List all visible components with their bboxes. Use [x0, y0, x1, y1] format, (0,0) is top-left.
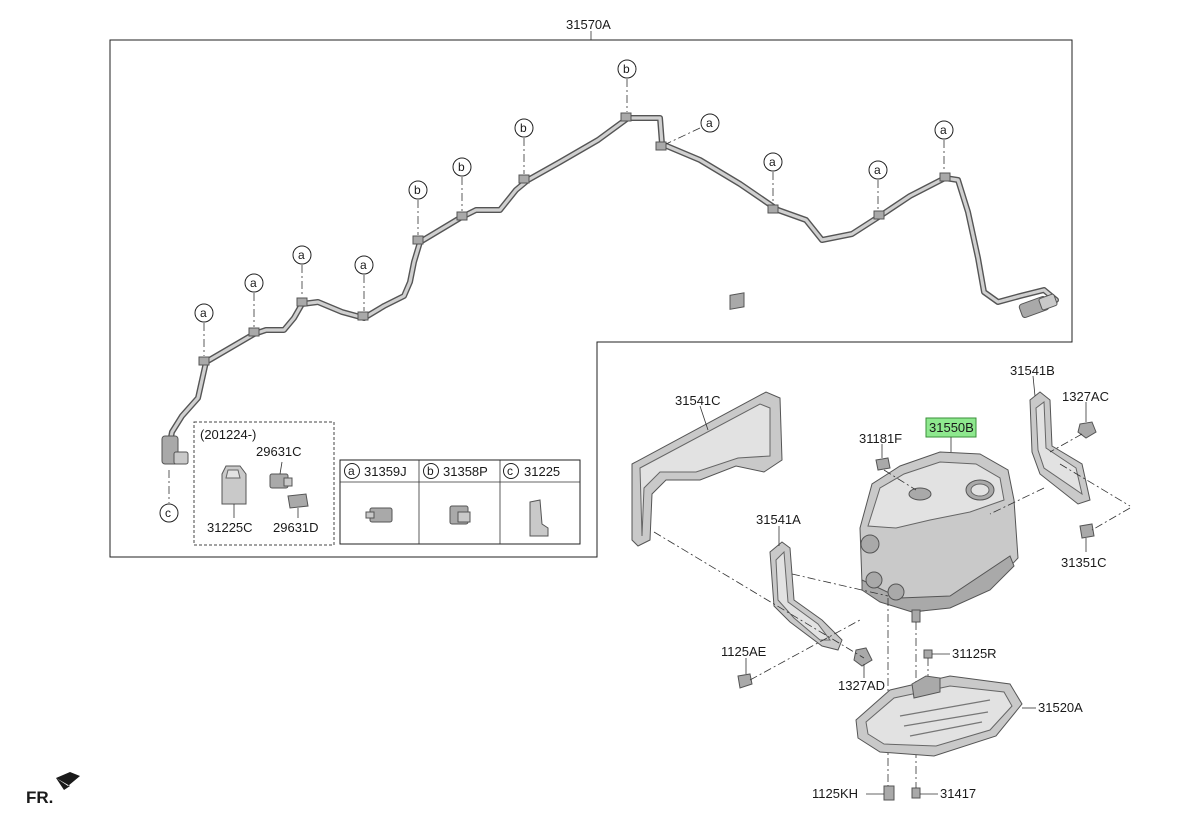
callout-letter: b [623, 62, 630, 76]
label-29631C: 29631C [256, 444, 302, 459]
legend-part: 31358P [443, 464, 488, 479]
legend-letter: c [507, 464, 513, 478]
label-1327AC: 1327AC [1062, 389, 1109, 404]
fasteners: 1327AC 31351C 1327AD 1125AE 31125R 1125K… [721, 389, 1131, 801]
callout-letter: a [769, 155, 776, 169]
bracket-31541A: 31541A [756, 512, 843, 651]
legend-letter: a [348, 464, 355, 478]
front-arrow-icon [56, 772, 80, 790]
date-note: (201224-) [200, 427, 256, 442]
legend-letter: b [427, 464, 434, 478]
cap-c-icon [529, 499, 549, 537]
callout-letter: c [165, 506, 171, 520]
callout-letter: a [250, 276, 257, 290]
tank-31550B: 31550B [859, 417, 1019, 623]
callout-letter: a [360, 258, 367, 272]
label-31550B: 31550B [929, 420, 974, 435]
callout-letter: a [706, 116, 713, 130]
label-31520A: 31520A [1038, 700, 1083, 715]
callout-letter: a [200, 306, 207, 320]
label-1327AD: 1327AD [838, 678, 885, 693]
callout-letter: b [458, 160, 465, 174]
bracket-31541C: 31541C [631, 292, 783, 547]
callout-letter: a [940, 123, 947, 137]
fuel-pipe [161, 112, 1059, 465]
tray-31520A: 31520A [855, 675, 1083, 757]
label-29631D: 29631D [273, 520, 319, 535]
label-31541A: 31541A [756, 512, 801, 527]
cap-31181F: 31181F [859, 431, 917, 491]
label-31181F: 31181F [859, 431, 902, 446]
callout-letter: a [298, 248, 305, 262]
label-31351C: 31351C [1061, 555, 1107, 570]
label-31125R: 31125R [952, 646, 997, 661]
callout-letter: a [874, 163, 881, 177]
label-31541B: 31541B [1010, 363, 1055, 378]
label-1125AE: 1125AE [721, 644, 767, 659]
assembly-label: 31570A [566, 17, 611, 32]
label-31417: 31417 [940, 786, 976, 801]
callout-letter: b [414, 183, 421, 197]
bracket-31541B: 31541B [1010, 363, 1091, 505]
label-1125KH: 1125KH [812, 786, 858, 801]
callout-letter: b [520, 121, 527, 135]
clip-legend: a 31359J b 31358P c 31225 [339, 459, 581, 545]
label-31541C: 31541C [675, 393, 721, 408]
fr-label: FR. [26, 788, 53, 807]
assembly-frame [109, 39, 1073, 558]
front-direction-indicator: FR. [26, 772, 80, 807]
legend-part: 31359J [364, 464, 407, 479]
variant-box: (201224-) 29631C 31225C 29631D [193, 421, 335, 546]
legend-part: 31225 [524, 464, 560, 479]
label-31225C: 31225C [207, 520, 253, 535]
clip-callouts: a a a a b b b b a a [159, 59, 954, 523]
